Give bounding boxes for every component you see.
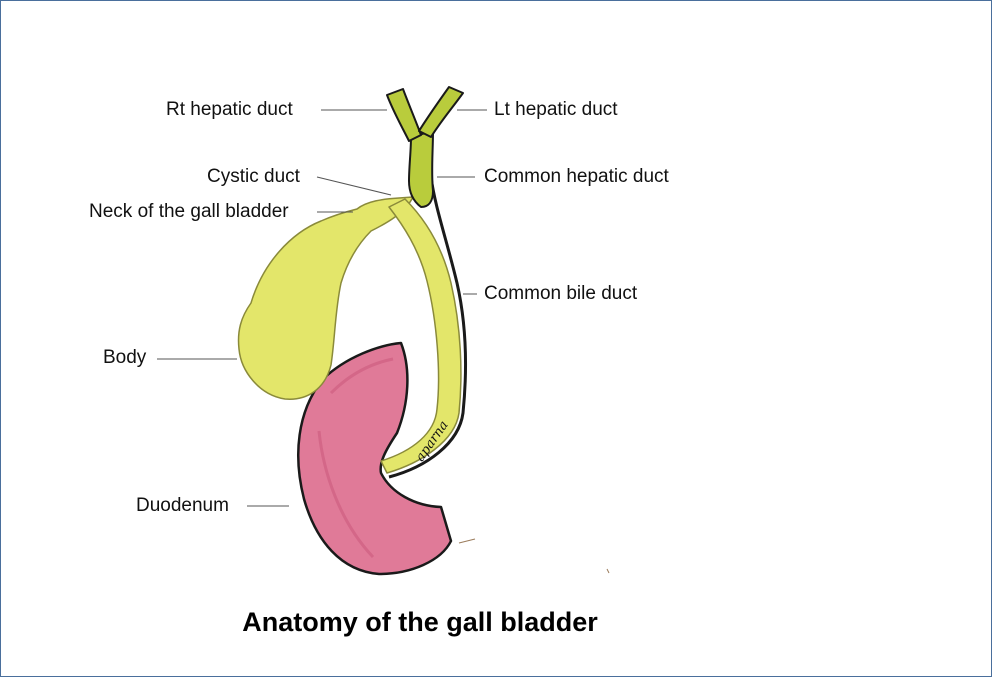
pencil-mark xyxy=(606,568,610,574)
leader-cystic xyxy=(316,176,392,196)
pencil-mark xyxy=(458,538,476,544)
label-lt-hepatic-duct: Lt hepatic duct xyxy=(494,99,618,120)
label-cystic-duct: Cystic duct xyxy=(207,166,300,187)
label-neck-of-gall-bladder: Neck of the gall bladder xyxy=(89,201,289,222)
pencil-marks xyxy=(458,538,610,574)
diagram-title: Anatomy of the gall bladder xyxy=(242,607,598,637)
common-bile-duct-shape xyxy=(380,198,462,474)
label-body: Body xyxy=(103,347,147,368)
leader-lines xyxy=(157,109,487,507)
gall-bladder-shape xyxy=(237,196,414,400)
common-hepatic-duct-shape xyxy=(408,130,434,208)
label-common-bile-duct: Common bile duct xyxy=(484,283,638,304)
lt-hepatic-duct-shape xyxy=(418,86,464,138)
common-bile-duct-outline xyxy=(388,176,467,479)
rt-hepatic-duct-shape xyxy=(386,88,422,142)
label-rt-hepatic-duct: Rt hepatic duct xyxy=(166,99,293,120)
duodenum-shape xyxy=(297,341,453,576)
label-duodenum: Duodenum xyxy=(136,495,229,516)
label-common-hepatic-duct: Common hepatic duct xyxy=(484,166,669,187)
duodenum-shading xyxy=(317,357,394,559)
